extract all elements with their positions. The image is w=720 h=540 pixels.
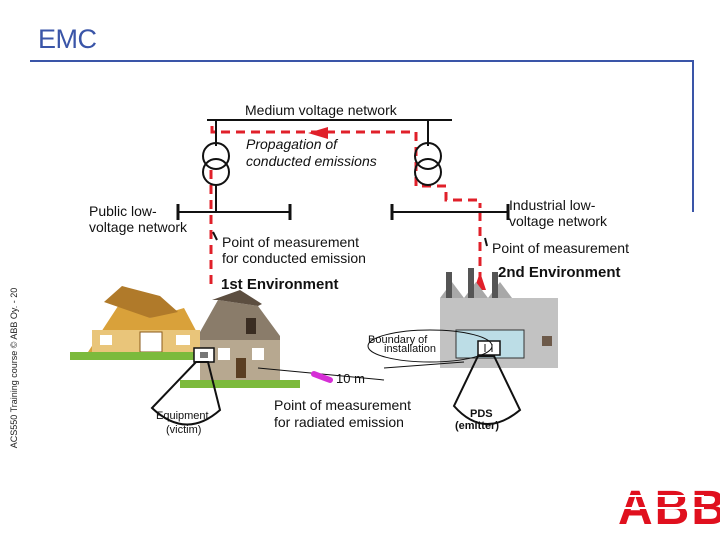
pom-radiated-label-2: for radiated emission	[274, 414, 404, 430]
public-lv-label-2: voltage network	[89, 219, 188, 235]
pom-right-label: Point of measurement	[492, 240, 629, 256]
victim-cone	[150, 361, 222, 426]
industrial-lv-label-1: Industrial low-	[509, 197, 596, 213]
industrial-lv-label-2: voltage network	[509, 213, 608, 229]
public-lv-label-1: Public low-	[89, 203, 157, 219]
equipment-label-2: (victim)	[166, 424, 202, 436]
house-victim-icon	[180, 290, 300, 388]
abb-logo-icon: ABB	[612, 482, 720, 535]
house-left-icon	[70, 286, 210, 360]
pom-radiated-label-1: Point of measurement	[274, 397, 411, 413]
equipment-label-1: Equipment	[156, 410, 209, 422]
frame-line	[30, 60, 694, 212]
magenta-marker	[311, 371, 333, 383]
transformer-right-icon	[414, 120, 442, 186]
pds-label-1: PDS	[470, 408, 493, 420]
transformer-left-icon	[202, 120, 230, 212]
second-environment-label: 2nd Environment	[498, 264, 621, 281]
boundary-ellipse	[367, 329, 493, 363]
propagation-label-2: conducted emissions	[246, 153, 377, 169]
boundary-label-1: Boundary of	[368, 334, 428, 346]
emission-arrow	[308, 127, 328, 139]
boundary-label-2: installation	[384, 343, 436, 355]
propagation-label-1: Propagation of	[246, 136, 338, 152]
distance-label: 10 m	[336, 371, 365, 386]
pom-conducted-label-2: for conducted emission	[222, 250, 366, 266]
first-environment-label: 1st Environment	[221, 276, 339, 293]
page-title: EMC	[38, 24, 97, 54]
pds-cone	[452, 355, 522, 425]
emission-path-top	[210, 126, 415, 134]
medium-voltage-label: Medium voltage network	[245, 102, 397, 118]
pds-label-2: (emitter)	[455, 420, 500, 432]
factory-icon	[440, 268, 558, 368]
pom-conducted-label-1: Point of measurement	[222, 234, 359, 250]
